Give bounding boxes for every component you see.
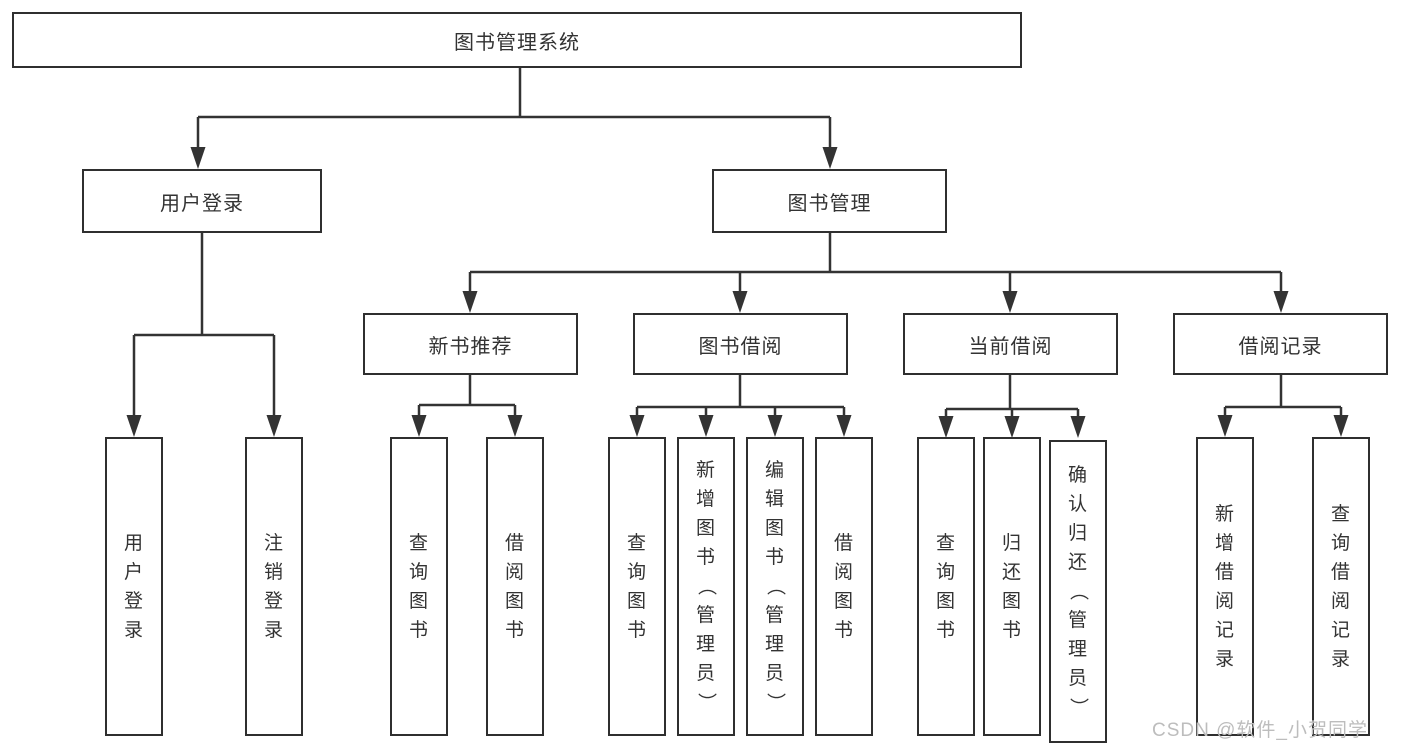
node-book-borrowing-label: 图书借阅 (698, 335, 783, 358)
leaf-confirm-return-admin-label: 确认归还（管理员） (1067, 465, 1089, 718)
leaf-query-book-current-label: 查询图书 (935, 532, 956, 641)
leaf-query-borrow-record: 查询借阅记录 (1312, 437, 1370, 736)
leaf-user-login: 用户登录 (105, 437, 163, 736)
leaf-confirm-return-admin: 确认归还（管理员） (1049, 440, 1107, 743)
leaf-query-book-recommend-label: 查询图书 (408, 532, 429, 641)
leaf-logout-login: 注销登录 (245, 437, 303, 736)
leaf-edit-book-admin: 编辑图书（管理员） (746, 437, 804, 736)
csdn-watermark: CSDN @软件_小贺同学 (1152, 720, 1368, 741)
node-new-book-recommendation-label: 新书推荐 (428, 335, 513, 358)
leaf-query-book-borrow: 查询图书 (608, 437, 666, 736)
leaf-user-login-label: 用户登录 (123, 532, 144, 641)
node-borrowing-records-label: 借阅记录 (1238, 335, 1323, 358)
leaf-return-book-label: 归还图书 (1001, 532, 1022, 641)
leaf-add-borrow-record: 新增借阅记录 (1196, 437, 1254, 736)
leaf-edit-book-admin-label: 编辑图书（管理员） (764, 460, 786, 713)
node-book-management-label: 图书管理 (787, 192, 872, 215)
leaf-logout-login-label: 注销登录 (263, 532, 284, 641)
leaf-borrow-book-recommend: 借阅图书 (486, 437, 544, 736)
leaf-add-borrow-record-label: 新增借阅记录 (1214, 503, 1235, 670)
node-user-login: 用户登录 (82, 169, 322, 233)
node-current-borrowing: 当前借阅 (903, 313, 1118, 375)
node-book-borrowing: 图书借阅 (633, 313, 848, 375)
leaf-query-book-recommend: 查询图书 (390, 437, 448, 736)
arrowheads (126, 147, 1349, 438)
leaf-borrow-book-label: 借阅图书 (833, 532, 854, 641)
leaf-add-book-admin-label: 新增图书（管理员） (695, 460, 717, 713)
leaf-return-book: 归还图书 (983, 437, 1041, 736)
leaf-borrow-book-recommend-label: 借阅图书 (504, 532, 525, 641)
leaf-query-book-borrow-label: 查询图书 (626, 532, 647, 641)
node-root: 图书管理系统 (12, 12, 1022, 68)
leaf-query-borrow-record-label: 查询借阅记录 (1330, 503, 1351, 670)
node-new-book-recommendation: 新书推荐 (363, 313, 578, 375)
node-root-label: 图书管理系统 (454, 31, 580, 54)
leaf-query-book-current: 查询图书 (917, 437, 975, 736)
node-borrowing-records: 借阅记录 (1173, 313, 1388, 375)
node-book-management: 图书管理 (712, 169, 947, 233)
leaf-add-book-admin: 新增图书（管理员） (677, 437, 735, 736)
leaf-borrow-book: 借阅图书 (815, 437, 873, 736)
node-user-login-label: 用户登录 (160, 192, 244, 215)
node-current-borrowing-label: 当前借阅 (968, 335, 1053, 358)
